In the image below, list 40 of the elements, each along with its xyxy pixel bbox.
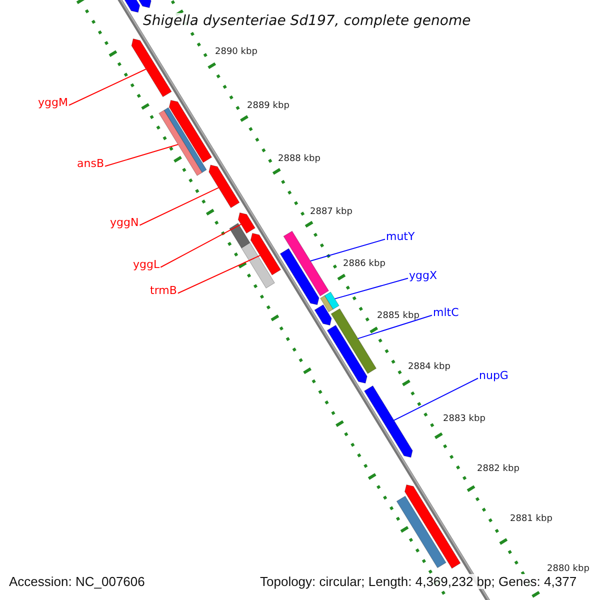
gene-label: yggX: [409, 270, 438, 281]
diagram-title: Shigella dysenteriae Sd197, complete genome: [141, 13, 473, 29]
gene-segment: [396, 496, 446, 568]
scale-label: 2885 kbp: [377, 312, 420, 321]
scale-label: 2887 kbp: [310, 208, 352, 217]
gene-segment: [324, 292, 340, 310]
gene-segment: [208, 164, 240, 208]
gene-segment: [131, 38, 172, 98]
scale-label: 2883 kbp: [443, 415, 486, 424]
gene-label: yggL: [133, 259, 160, 270]
gene-label: yggN: [110, 217, 139, 228]
gene-label: mltC: [433, 307, 459, 318]
scale-label: 2884 kbp: [408, 363, 450, 372]
gene-label: ansB: [77, 158, 104, 169]
gene-segment: [280, 248, 320, 306]
accession-text: Accession: NC_007606: [7, 574, 147, 589]
gene-label: nupG: [479, 370, 508, 381]
scale-label: 2889 kbp: [247, 102, 290, 111]
scale-label: 2888 kbp: [278, 155, 320, 164]
scale-label: 2890 kbp: [215, 48, 258, 57]
gene-segment: [404, 484, 461, 569]
scale-label: 2881 kbp: [510, 515, 552, 524]
gene-segment: [320, 295, 334, 312]
genome-summary-text: Topology: circular; Length: 4,369,232 bp; Genes: 4,377: [258, 574, 579, 589]
gene-label: trmB: [150, 285, 177, 296]
gene-segment: [168, 100, 212, 163]
gene-segment: [326, 324, 368, 384]
gene-segment: [250, 232, 282, 276]
scale-label: 2886 kbp: [343, 260, 386, 269]
gene-segment: [364, 385, 413, 458]
gene-segment: [229, 222, 250, 249]
scale-label: 2880 kbp: [547, 565, 590, 574]
scale-label: 2882 kbp: [477, 465, 520, 474]
gene-segment: [241, 242, 276, 289]
gene-segment: [330, 308, 377, 374]
gene-label: yggM: [38, 97, 68, 108]
gene-label: mutY: [386, 231, 415, 242]
gene-segment: [314, 304, 332, 326]
gene-segment: [283, 230, 330, 296]
gene-segment: [238, 212, 256, 234]
